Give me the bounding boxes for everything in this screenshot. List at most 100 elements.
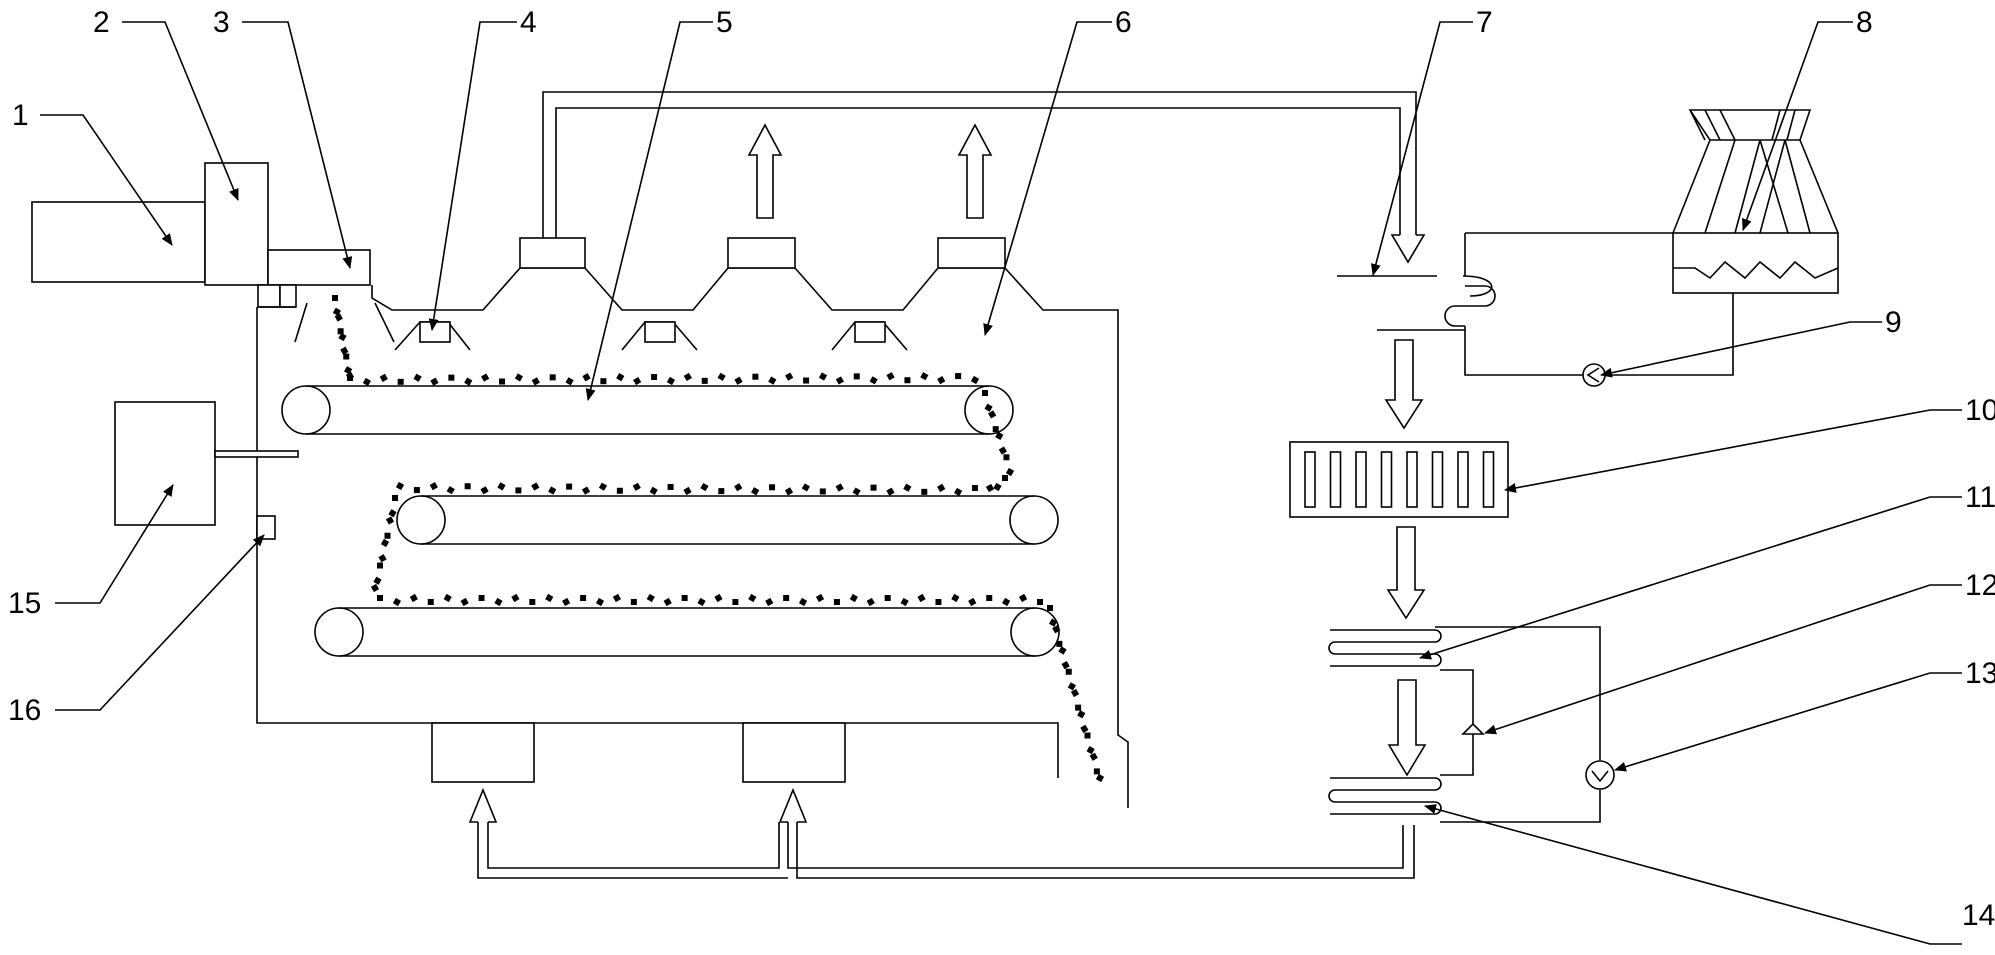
- particle: [616, 487, 623, 494]
- particle: [751, 487, 760, 496]
- duct-flange-left: [257, 284, 281, 308]
- particle: [446, 486, 455, 495]
- particle: [497, 482, 506, 491]
- exchanger-plates: [1337, 275, 1465, 331]
- particle: [580, 595, 587, 601]
- particle: [548, 486, 557, 495]
- condenser-coil: [1328, 629, 1442, 667]
- particle: [951, 593, 960, 603]
- particle: [464, 377, 473, 386]
- particle: [988, 410, 997, 419]
- particle: [409, 593, 418, 603]
- particle: [920, 372, 929, 381]
- particle: [714, 593, 723, 603]
- particle: [1056, 640, 1063, 647]
- particle: [717, 372, 726, 381]
- expansion-valve: [1461, 722, 1485, 735]
- particle: [612, 593, 622, 603]
- particle: [784, 487, 794, 496]
- particle: [649, 486, 658, 495]
- tower-structure: [1672, 109, 1839, 234]
- particle: [430, 377, 439, 386]
- particle: [995, 431, 1004, 440]
- particle: [633, 376, 642, 386]
- particle: [768, 376, 777, 385]
- label-5: 5: [716, 6, 733, 39]
- particle: [378, 554, 387, 563]
- particle: [869, 376, 878, 385]
- heat-exchanger: [1337, 232, 1734, 376]
- label-16: 16: [8, 694, 41, 727]
- particle: [565, 377, 574, 386]
- label-4: 4: [520, 6, 537, 39]
- particle: [332, 295, 338, 301]
- particle: [385, 516, 395, 525]
- particle: [478, 595, 485, 601]
- particle: [666, 376, 676, 386]
- particle: [1084, 732, 1091, 739]
- particle: [1067, 682, 1076, 691]
- particle: [953, 487, 963, 497]
- particle: [765, 597, 774, 607]
- particle: [1095, 773, 1105, 783]
- heater-coil: [1328, 777, 1442, 815]
- particle: [984, 403, 993, 412]
- particle: [734, 376, 743, 385]
- exhaust-arrow-1: [747, 123, 783, 219]
- particle: [531, 482, 540, 491]
- filter-housing: [1289, 441, 1509, 518]
- particle: [819, 488, 826, 495]
- filter-slot: [1355, 451, 1367, 508]
- particle: [632, 482, 641, 491]
- control-box: [114, 401, 216, 526]
- particle: [992, 426, 999, 433]
- particle: [752, 373, 759, 380]
- exhaust-hood-1: [519, 237, 586, 269]
- particle: [388, 509, 397, 518]
- particle: [718, 488, 725, 495]
- flow-arrow-3: [1387, 679, 1427, 777]
- hot-air-box-2: [742, 722, 846, 783]
- particle: [985, 483, 995, 493]
- particle: [700, 482, 709, 492]
- flow-arrow-1: [1384, 339, 1424, 430]
- particle: [1070, 688, 1080, 698]
- inlet-arrow-2: [778, 787, 808, 823]
- particle: [1002, 475, 1008, 481]
- particle: [937, 376, 946, 385]
- inlet-arrow-1: [468, 787, 498, 823]
- conveyor-belt-1: [281, 385, 1014, 435]
- particle: [972, 485, 978, 491]
- particle: [582, 373, 591, 382]
- nozzle-3: [831, 321, 908, 351]
- fan-housing: [204, 162, 269, 286]
- duct-arrow-down: [1390, 234, 1426, 264]
- conveyor-belt-3: [314, 607, 1060, 657]
- particle: [514, 373, 524, 382]
- particle: [338, 332, 347, 342]
- particle: [732, 599, 739, 605]
- particle: [955, 373, 962, 380]
- particle: [683, 486, 692, 496]
- particle: [337, 328, 344, 335]
- particle: [982, 390, 988, 396]
- particle: [397, 378, 404, 385]
- label-1: 1: [12, 99, 29, 132]
- filter-slot: [1329, 451, 1342, 508]
- label-3: 3: [213, 6, 230, 39]
- label-13: 13: [1965, 657, 1995, 690]
- number-labels: 1 2 3 4 5 6 7 8 9 10 11 12 13 14 15 16: [8, 6, 1995, 932]
- particle: [884, 595, 891, 601]
- inlet-deflector: [294, 302, 395, 343]
- filter-unit: [1289, 441, 1509, 518]
- label-10: 10: [1965, 394, 1995, 427]
- particle: [801, 483, 810, 492]
- particle: [460, 597, 469, 607]
- particle: [968, 597, 977, 607]
- particle: [511, 593, 520, 603]
- particle: [852, 487, 861, 496]
- particle: [630, 599, 637, 605]
- particle: [566, 483, 573, 490]
- label-6: 6: [1115, 6, 1132, 39]
- particle: [900, 597, 909, 607]
